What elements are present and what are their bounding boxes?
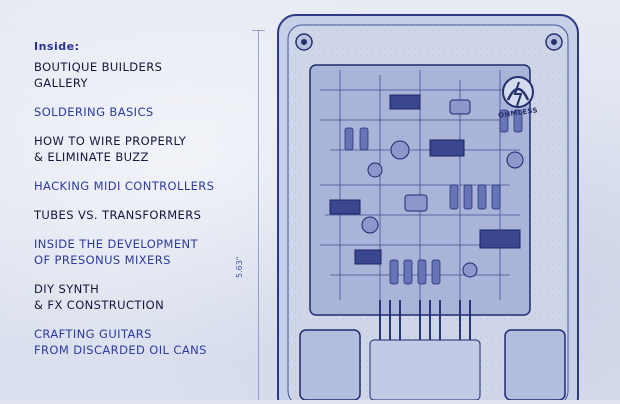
contents-item-hacking-midi: Hacking MIDI Controllers (34, 179, 215, 193)
contents-heading: Inside: (34, 40, 80, 53)
contents-list: Inside: Boutique Builders Gallery Solder… (34, 40, 274, 371)
dimension-tick-top (252, 30, 265, 31)
contents-item-tubes-transformers: Tubes vs. Transformers (34, 208, 202, 222)
pedal-circuit-drawing (277, 14, 579, 404)
contents-item-oil-can-guitars: Crafting Guitars from Discarded Oil Cans (34, 327, 207, 357)
contents-item-wire-properly: How to Wire Properly & Eliminate Buzz (34, 134, 187, 164)
contents-item-diy-synth: DIY Synth & FX Construction (34, 282, 165, 312)
pedal-illustration (270, 0, 610, 404)
contents-item-boutique-builders: Boutique Builders Gallery (34, 60, 163, 90)
ohmless-logo-icon (502, 76, 534, 108)
contents-item-presonus-mixers: Inside the Development of PreSonus Mixer… (34, 237, 198, 267)
dimension-line (258, 30, 259, 400)
contents-item-soldering-basics: Soldering Basics (34, 105, 154, 119)
